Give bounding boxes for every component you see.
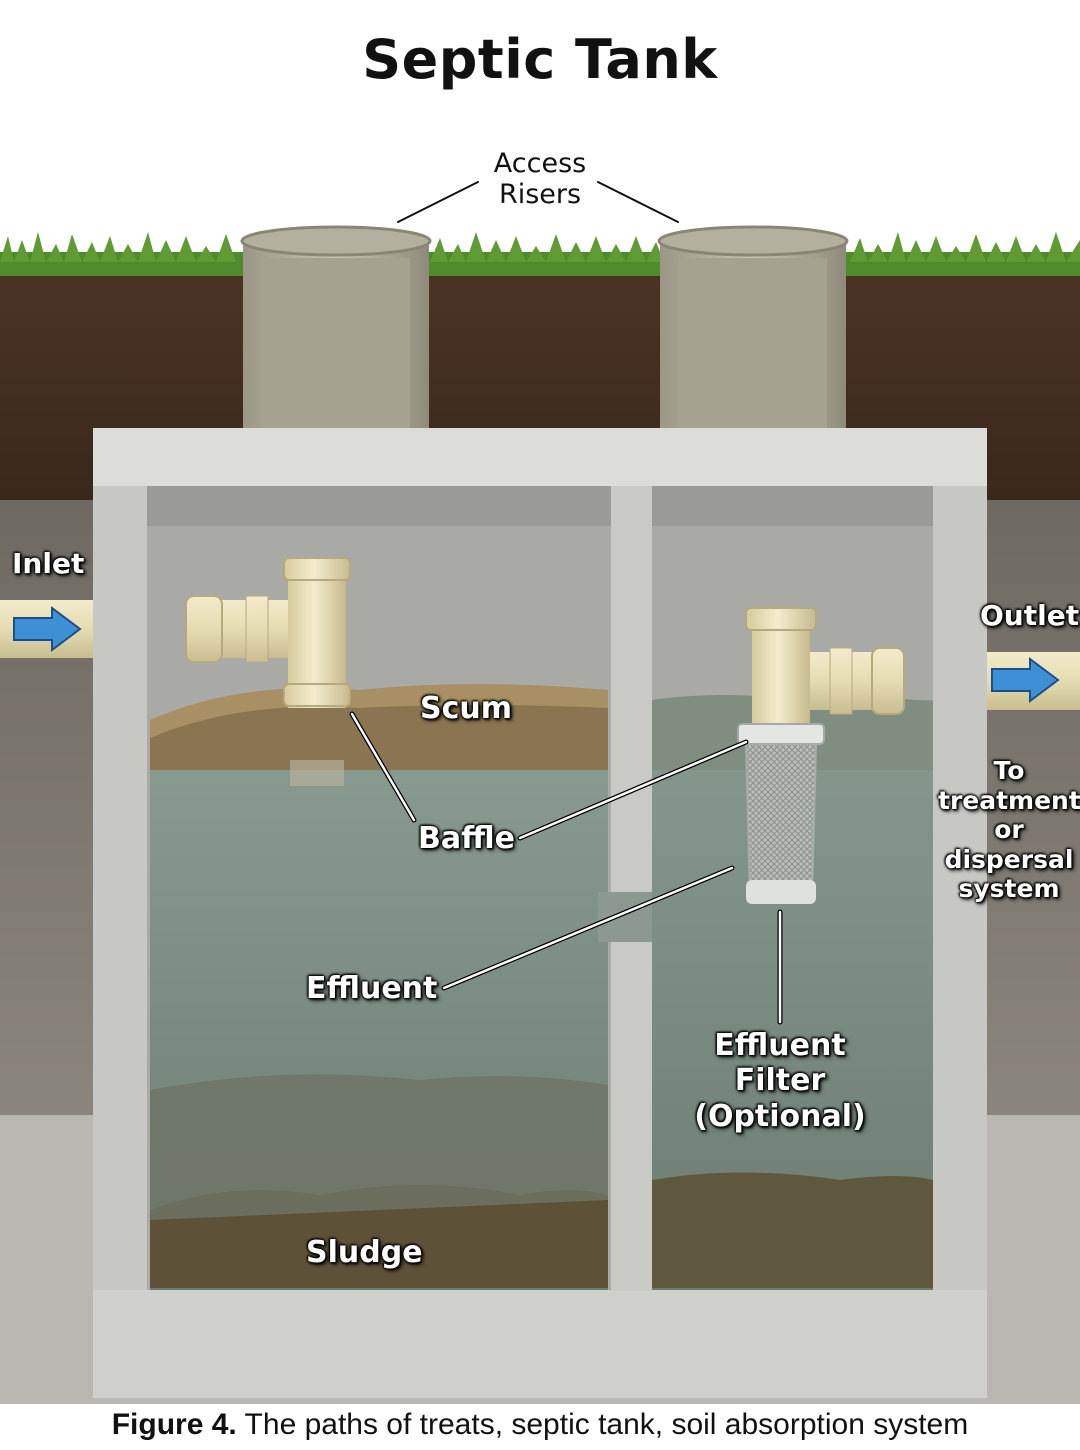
effluent-filter-label: Effluent Filter (Optional) <box>694 1028 866 1134</box>
effluent-filter <box>737 723 825 904</box>
access-risers-leader-left <box>397 181 479 223</box>
access-risers-label: Access Risers <box>493 148 587 211</box>
scum-label: Scum <box>420 691 513 726</box>
divider-opening <box>598 892 652 942</box>
figure-number: Figure 4. <box>111 1408 237 1441</box>
grass <box>0 232 1080 276</box>
access-risers-leader-right <box>597 181 679 223</box>
inlet-label: Inlet <box>12 547 85 580</box>
outlet-tee <box>745 607 905 728</box>
effluent-label: Effluent <box>306 971 438 1006</box>
to-treatment-label: To treatment or dispersal system <box>938 756 1080 903</box>
divider-wall <box>611 486 652 1291</box>
inlet-baffle-tee <box>185 557 351 786</box>
baffle-leader-right <box>518 740 748 840</box>
figure-caption: Figure 4. The paths of treats, septic ta… <box>0 1404 1080 1446</box>
outlet-label: Outlet <box>980 599 1080 632</box>
effluent-leader <box>442 866 734 990</box>
baffle-leader-left <box>350 712 416 822</box>
chamber-right <box>652 486 933 1290</box>
page-title: Septic Tank <box>362 28 718 91</box>
sludge-label: Sludge <box>306 1235 423 1270</box>
leader-lines <box>349 181 783 1025</box>
baffle-label: Baffle <box>418 821 515 856</box>
caption-text: The paths of treats, septic tank, soil a… <box>236 1408 969 1441</box>
access-riser-left <box>240 225 432 430</box>
access-riser-right <box>657 225 849 430</box>
outlet-arrow <box>991 657 1060 703</box>
inlet-arrow <box>13 606 82 652</box>
